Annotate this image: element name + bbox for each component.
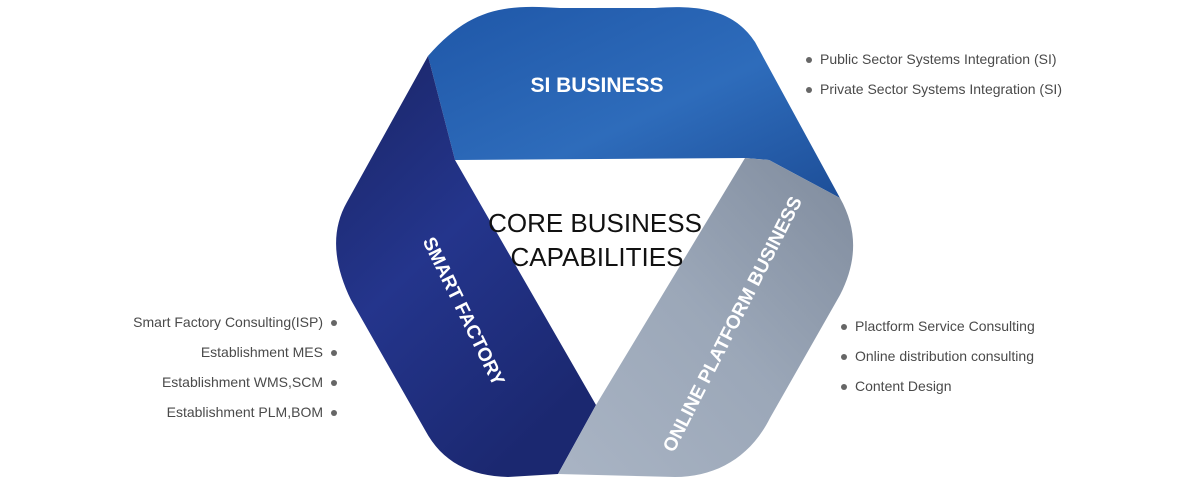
bullet-icon bbox=[841, 384, 847, 390]
bullet-icon bbox=[331, 320, 337, 326]
bullet-icon bbox=[806, 87, 812, 93]
bullet-icon bbox=[841, 324, 847, 330]
list-item: Online distribution consulting bbox=[841, 341, 1035, 371]
bullet-icon bbox=[841, 354, 847, 360]
si-business-label: SI BUSINESS bbox=[530, 74, 663, 97]
list-item: Private Sector Systems Integration (SI) bbox=[806, 74, 1062, 104]
list-item: Public Sector Systems Integration (SI) bbox=[806, 44, 1062, 74]
online-platform-band bbox=[558, 158, 853, 477]
list-item: Content Design bbox=[841, 371, 1035, 401]
smart-factory-list: Smart Factory Consulting(ISP) Establishm… bbox=[133, 307, 337, 427]
list-item: Establishment PLM,BOM bbox=[133, 397, 337, 427]
list-item: Establishment MES bbox=[133, 337, 337, 367]
bullet-icon bbox=[806, 57, 812, 63]
list-item: Establishment WMS,SCM bbox=[133, 367, 337, 397]
core-title-line2: CAPABILITIES bbox=[511, 242, 684, 272]
core-title-line1: CORE BUSINESS bbox=[488, 208, 702, 238]
list-item: Plactform Service Consulting bbox=[841, 311, 1035, 341]
si-business-list: Public Sector Systems Integration (SI) P… bbox=[806, 44, 1062, 104]
bullet-icon bbox=[331, 350, 337, 356]
online-platform-list: Plactform Service Consulting Online dist… bbox=[841, 311, 1035, 401]
list-item: Smart Factory Consulting(ISP) bbox=[133, 307, 337, 337]
bullet-icon bbox=[331, 410, 337, 416]
bullet-icon bbox=[331, 380, 337, 386]
